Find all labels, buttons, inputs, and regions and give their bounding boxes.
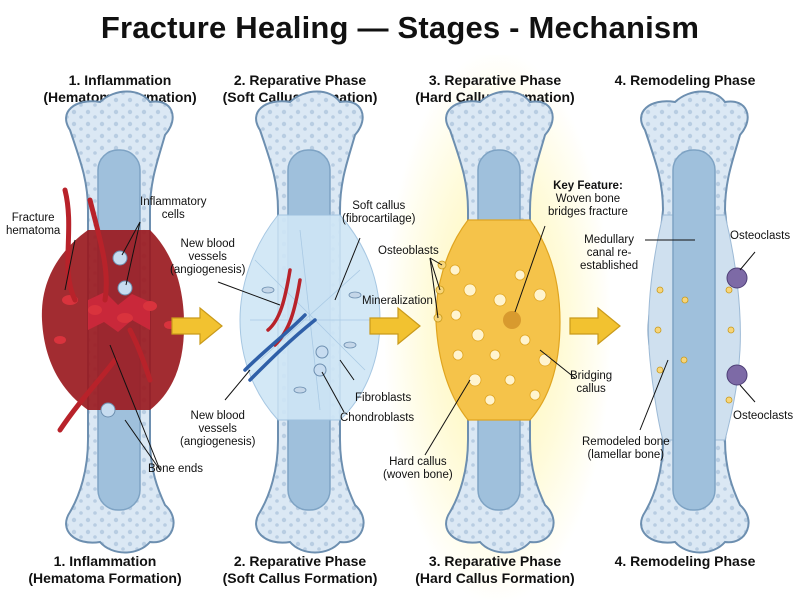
bone-stage-2 — [217, 90, 381, 554]
osteocytes — [654, 286, 735, 404]
label-mineralization: Mineralization — [362, 295, 433, 307]
bone-4-canal — [672, 149, 716, 511]
stage-3-name: 3. Reparative Phase — [428, 553, 562, 569]
stage-2-heading-bottom: 2. Reparative Phase (Soft Callus Formati… — [205, 553, 395, 587]
stage-3-name: 3. Reparative Phase — [428, 72, 562, 88]
label-osteoclasts-top: Osteoclasts — [730, 230, 791, 242]
bone-stage-3 — [424, 90, 576, 554]
stage-4-name: 4. Remodeling Phase — [614, 72, 756, 88]
stage-4-name: 4. Remodeling Phase — [614, 553, 756, 569]
stage-2-name: 2. Reparative Phase — [233, 553, 367, 569]
inflammatory-cell — [112, 250, 128, 266]
vessels-1 — [57, 187, 153, 433]
stage-4-heading-top: 4. Remodeling Phase — [590, 72, 780, 89]
stage-3-sub: (Hard Callus Formation) — [415, 570, 575, 586]
leaders-1 — [64, 221, 161, 471]
bone-stage-4 — [639, 90, 756, 554]
arrow-2 — [369, 306, 421, 346]
fibroblast-cells — [261, 286, 362, 394]
label-remodeled-bone: Remodeled bone(lamellar bone) — [582, 436, 670, 461]
stage-4-heading-bottom: 4. Remodeling Phase — [590, 553, 780, 570]
inflammatory-cell — [100, 402, 116, 418]
stage-3-heading-bottom: 3. Reparative Phase (Hard Callus Formati… — [400, 553, 590, 587]
stage-2-name: 2. Reparative Phase — [233, 72, 367, 88]
label-bone-ends: Bone ends — [148, 463, 203, 475]
osteoclast-cell — [726, 364, 748, 386]
leaders-4 — [639, 239, 756, 431]
stage-1-heading-bottom: 1. Inflammation (Hematoma Formation) — [10, 553, 200, 587]
bridging-point — [503, 311, 521, 329]
chondroblast-cell — [315, 345, 329, 359]
osteoclast-cell — [726, 267, 748, 289]
leaders-2 — [217, 237, 361, 413]
label-osteoclasts-bottom: Osteoclasts — [733, 410, 794, 422]
bone-stage-1 — [41, 90, 185, 554]
hard-callus — [435, 219, 561, 421]
arrow-3 — [569, 306, 621, 346]
page-title: Fracture Healing — Stages - Mechanism — [100, 10, 700, 45]
stage-2-sub: (Soft Callus Formation) — [222, 570, 378, 586]
vessels-2 — [243, 268, 317, 382]
label-fibroblasts: Fibroblasts — [355, 392, 412, 404]
leaders-3 — [424, 225, 576, 456]
chondroblast-cell — [313, 363, 327, 377]
stage-1-name: 1. Inflammation — [68, 72, 172, 88]
arrow-1 — [171, 306, 223, 346]
stage-1-sub: (Hematoma Formation) — [28, 570, 182, 586]
label-chondroblasts: Chondroblasts — [340, 412, 415, 424]
callus-fibers — [250, 229, 370, 411]
stage-1-name: 1. Inflammation — [53, 553, 157, 569]
label-soft-callus: Soft callus(fibrocartilage) — [342, 200, 416, 225]
label-osteoblasts: Osteoblasts — [378, 245, 439, 257]
label-hard-callus: Hard callus(woven bone) — [383, 456, 453, 481]
inflammatory-cell — [117, 280, 133, 296]
